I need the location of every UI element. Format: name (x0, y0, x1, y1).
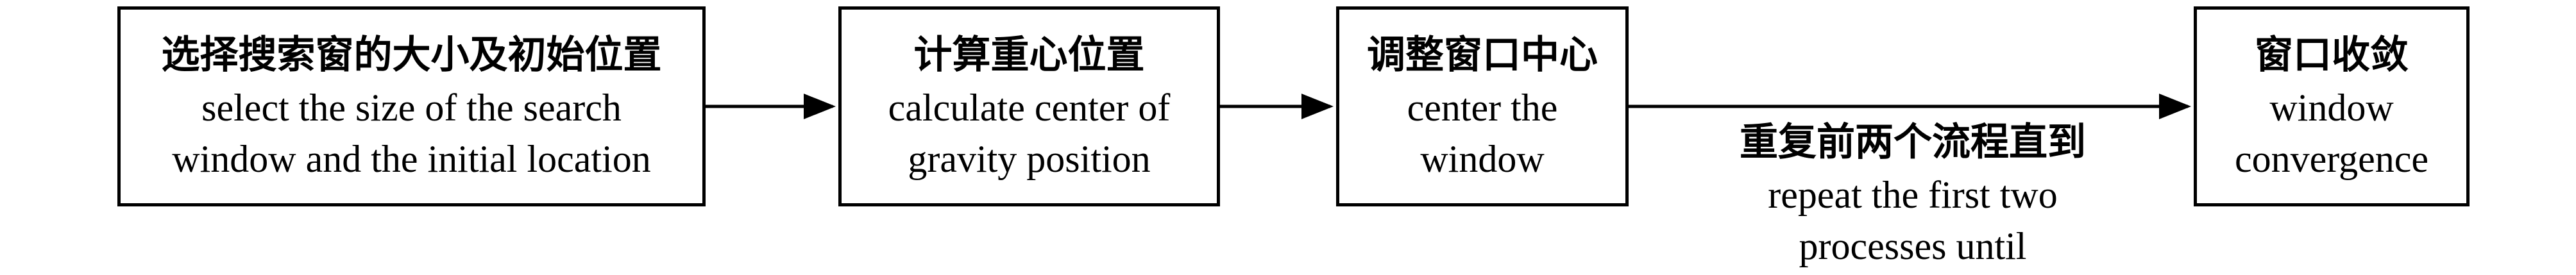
step-label-en-line: window and the initial location (172, 138, 651, 180)
step-label-en-line: select the size of the search (201, 87, 622, 129)
loop-label-en-line: processes until (1799, 225, 2027, 267)
step-label-en-line: convergence (2234, 138, 2429, 180)
step-label-zh: 窗口收敛 (2255, 33, 2409, 78)
step-label-en-line: window (2269, 87, 2394, 129)
step-box-center-window: 调整窗口中心 center the window (1336, 6, 1629, 206)
step-box-select-window: 选择搜索窗的大小及初始位置 select the size of the sea… (117, 6, 706, 206)
loop-label-zh: 重复前两个流程直到 (1740, 120, 2086, 165)
loop-label-en-line: repeat the first two (1768, 174, 2058, 216)
step-label-en-line: center the (1407, 87, 1558, 129)
step-label-en-line: calculate center of (888, 87, 1171, 129)
loop-condition-label: 重复前两个流程直到 repeat the first two processes… (1675, 115, 2150, 272)
step-label-en-line: gravity position (908, 138, 1151, 180)
step-label-zh: 选择搜索窗的大小及初始位置 (161, 33, 662, 78)
step-label-en-line: window (1420, 138, 1545, 180)
step-label-zh: 调整窗口中心 (1367, 33, 1598, 78)
step-box-calculate-center: 计算重心位置 calculate center of gravity posit… (838, 6, 1220, 206)
step-label-zh: 计算重心位置 (913, 33, 1145, 78)
step-box-window-convergence: 窗口收敛 window convergence (2194, 6, 2470, 206)
